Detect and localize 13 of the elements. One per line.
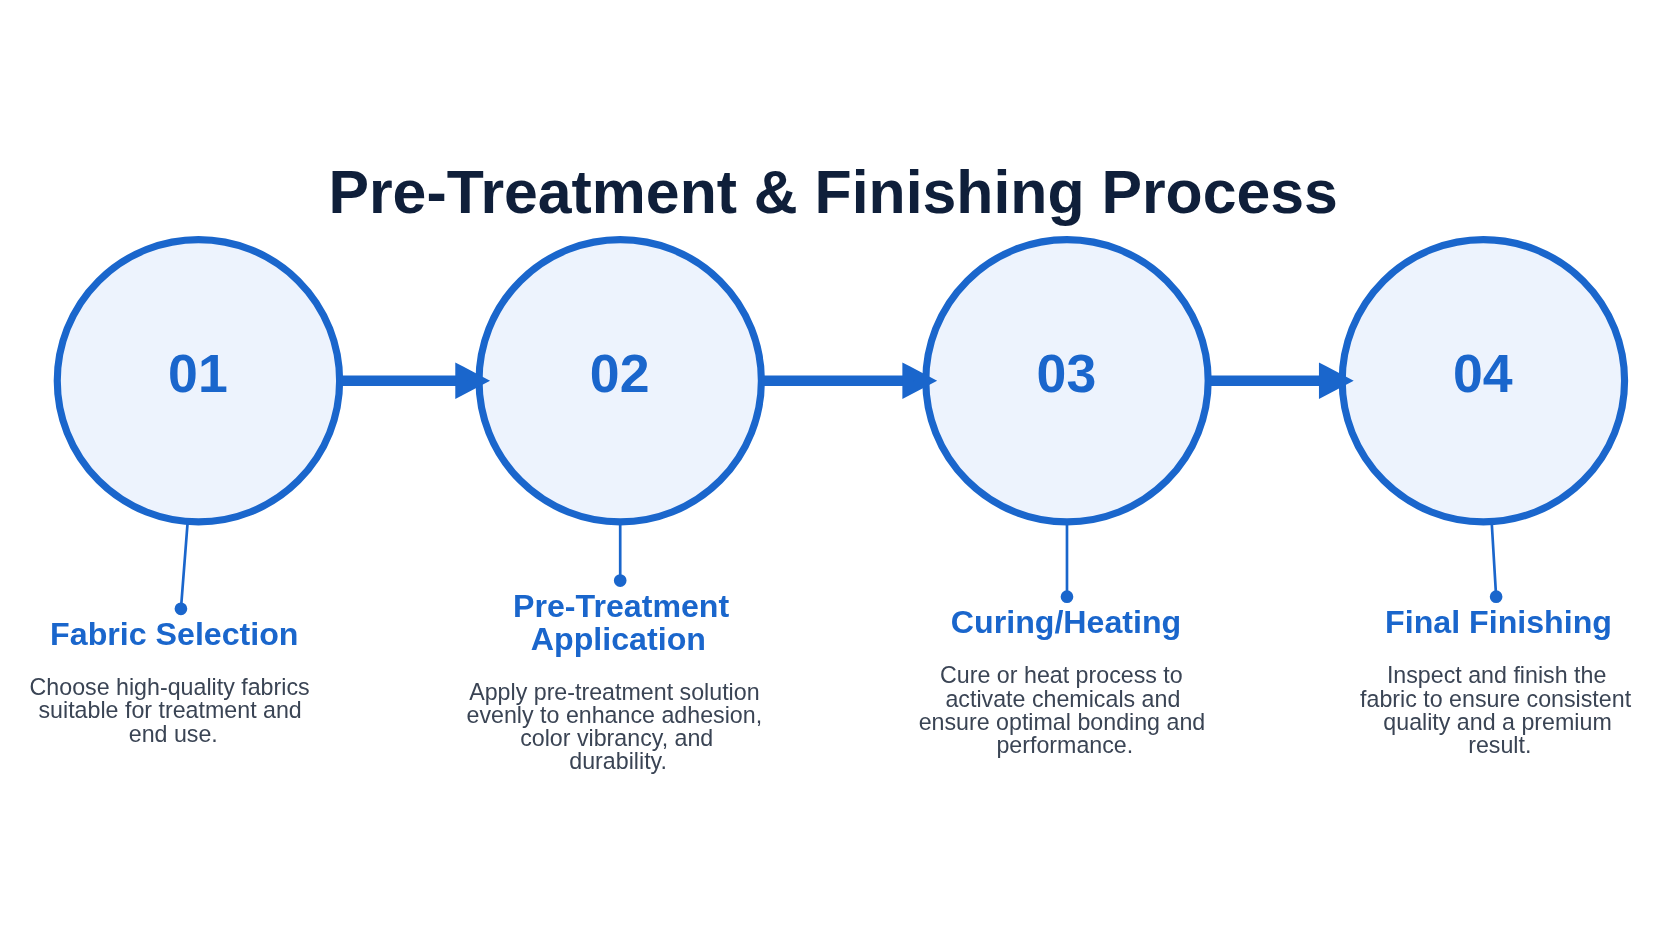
node-text: Fabric Selection Choose high-quality fabrics suitable for treatment and end use. (29, 615, 310, 747)
node-circle: 01 (53, 235, 344, 525)
arrow (1208, 362, 1354, 399)
diagram-title: Pre-Treatment & Finishing Process (328, 157, 1338, 226)
arrow (761, 362, 938, 399)
node-text: Pre-Treatment Application Apply pre-treatment solution evenly to enhance adhesion, color vibrancy, and durability. (466, 587, 763, 774)
arrow (340, 362, 491, 399)
node-circle: 02 (475, 235, 765, 525)
node-text: Curing/Heating Cure or heat process to activate chemicals and ensure optimal bonding and performance. (918, 603, 1206, 758)
node-circle: 04 (1338, 235, 1629, 525)
node-circle: 03 (922, 235, 1212, 525)
node-text: Final Finishing Inspect and finish the fabric to ensure consistent quality and a premium result. (1360, 603, 1632, 758)
connector (174, 521, 189, 615)
